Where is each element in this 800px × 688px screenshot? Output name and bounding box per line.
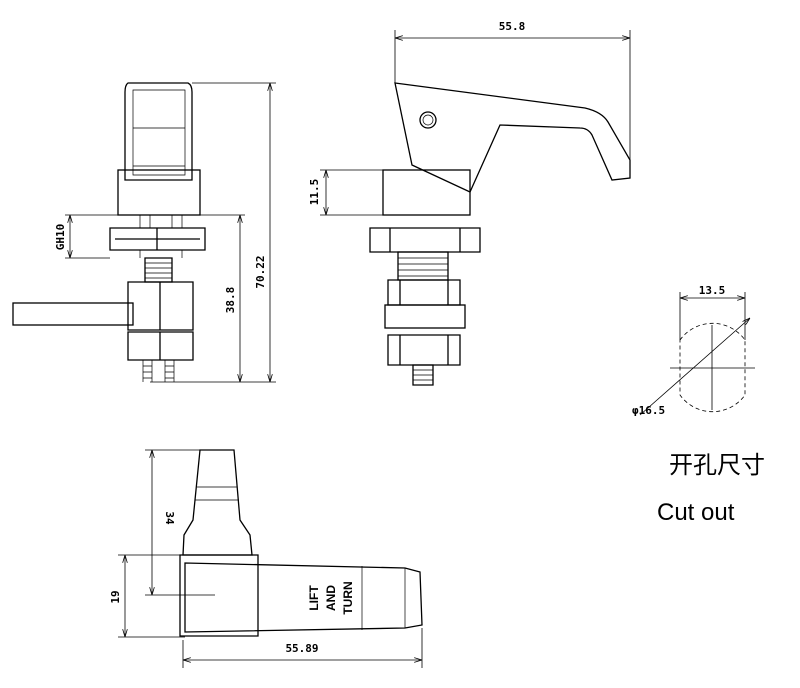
cutout-title-cn: 开孔尺寸: [669, 451, 765, 479]
cutout-view: 13.5 φ16.5 开孔尺寸 Cut out: [632, 284, 765, 526]
side-view: 55.8 11.5: [308, 20, 631, 386]
dim-55-89: 55.89: [285, 642, 318, 655]
cutout-title-en: Cut out: [657, 499, 735, 526]
handle-text-lift: LIFT: [307, 585, 321, 611]
dim-diameter: φ16.5: [632, 404, 665, 417]
dim-13-5: 13.5: [699, 284, 726, 297]
dim-34: 34: [163, 511, 176, 525]
handle-text-turn: TURN: [341, 581, 355, 614]
dim-38-8: 38.8: [224, 287, 237, 314]
dim-19: 19: [109, 590, 122, 603]
dim-55-8: 55.8: [499, 20, 526, 33]
dim-70-22: 70.22: [254, 255, 267, 288]
handle-text-and: AND: [324, 585, 338, 611]
front-view: GH10 38.8 70.22: [12, 82, 276, 383]
top-view: LIFT AND TURN 34 19 55.89: [109, 449, 423, 668]
dim-11-5: 11.5: [308, 179, 321, 206]
dim-gh10: GH10: [54, 224, 67, 251]
